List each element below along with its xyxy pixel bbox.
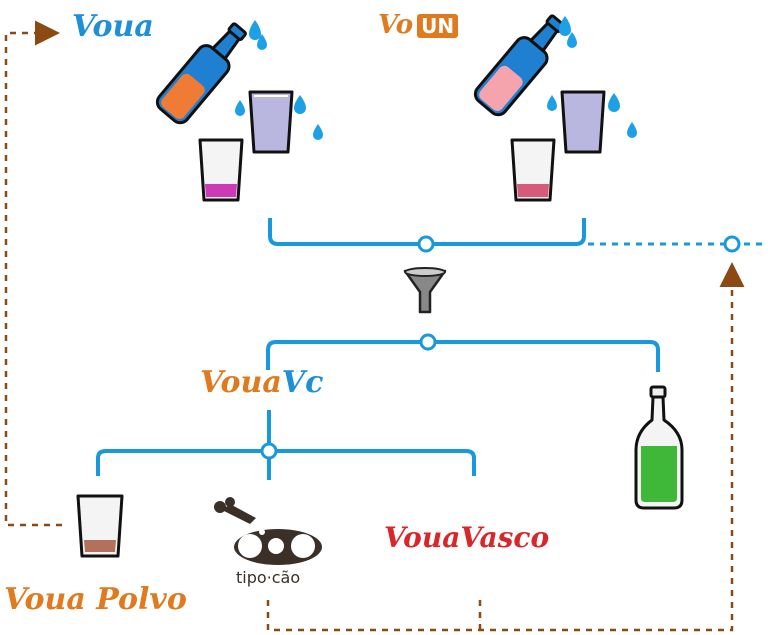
vouapolvo-logo-text: Voua Polvo (4, 582, 187, 617)
vouavasco-logo: VouaVasco (384, 524, 549, 552)
magenta-glass-icon (198, 138, 244, 202)
vouapolvo-logo: Voua Polvo (4, 585, 187, 615)
vouavc-logo: VouaVc (200, 368, 323, 398)
voun-logo-box: UN (417, 14, 459, 38)
voua-logo: Voua (72, 12, 154, 42)
funnel-icon (403, 267, 447, 314)
water-drops-icon (235, 20, 323, 140)
vouavc-logo-suffix: Vc (281, 365, 324, 400)
voun-logo-prefix: Vo (378, 10, 414, 40)
tipocao-logo-text: tipo·cão (236, 570, 300, 586)
middle-node (419, 333, 437, 351)
brown-glass-icon (76, 494, 124, 558)
lavender-glass-icon (248, 90, 294, 154)
lower-node (260, 442, 278, 460)
vouavasco-logo-a: Voua (384, 521, 461, 554)
vouavc-logo-main: Voua (200, 365, 282, 400)
feedback-arrow-left (4, 20, 62, 527)
right-node (723, 235, 741, 253)
tipocao-dog-logo (214, 497, 322, 565)
voua-logo-text: Voua (72, 9, 154, 44)
feedback-arrow-bottom (266, 262, 745, 632)
lower-split-bracket (96, 449, 476, 476)
tipocao-label: tipo·cão (236, 568, 301, 587)
top-merge-node (417, 235, 435, 253)
middle-split-bracket (266, 340, 660, 372)
pink-glass-icon (510, 138, 556, 202)
green-bottle-icon (634, 385, 684, 510)
water-drops-icon-2 (547, 16, 637, 138)
pink-bottle-icon (473, 14, 565, 117)
vouavasco-logo-b: Vasco (460, 521, 550, 554)
lavender-glass-icon-2 (560, 90, 606, 154)
orange-bottle-icon (155, 22, 247, 125)
